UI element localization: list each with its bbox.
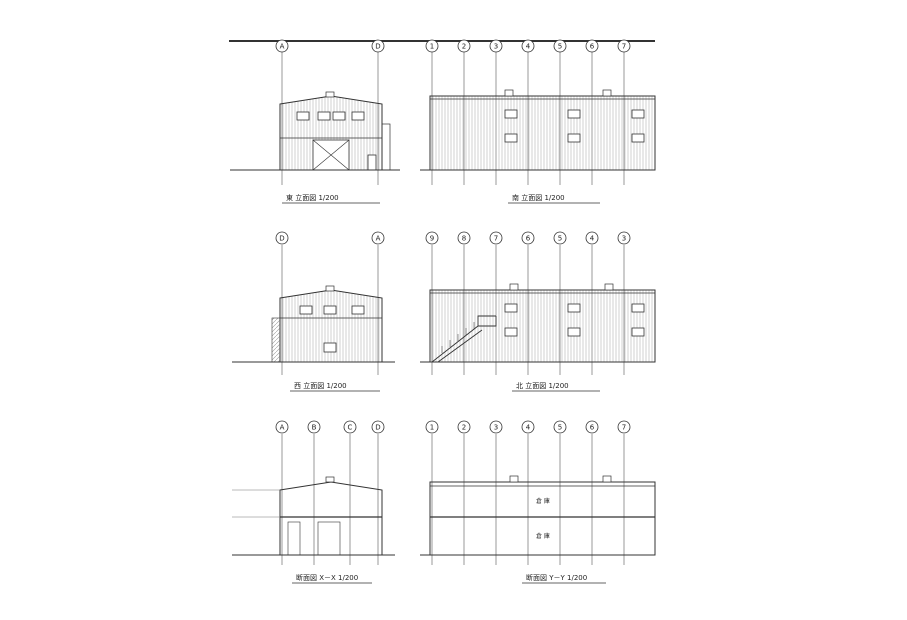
grid-bubble-label: 7 [622,424,626,432]
grid-bubble-label: D [279,235,284,243]
grid-bubble-label: D [375,424,380,432]
grid-bubble-label: 1 [430,43,434,51]
east-elevation [230,91,400,171]
grid-bubble [521,39,535,53]
grid-bubble [425,420,439,434]
grid-bubble-label: 4 [526,43,531,51]
grid-bubble-label: 5 [558,235,562,243]
grid-bubble-label: 7 [622,43,626,51]
grid-bubble [489,420,503,434]
row3: 倉 庫 倉 庫 [232,434,656,565]
grid-bubble-label: 5 [558,43,562,51]
grid-bubble-label: 1 [430,424,434,432]
grid-bubble [553,231,567,245]
grid-bubble-label: B [312,424,317,432]
grid-bubble-label: A [280,43,285,51]
grid-bubble [275,231,289,245]
grid-bubble [585,231,599,245]
caption-east-elevation: 東 立面図 1/200 [286,193,339,202]
grid-bubble-label: 3 [494,43,498,51]
grid-bubble [343,420,357,434]
grid-bubble [489,39,503,53]
grid-bubble-label: 6 [590,43,595,51]
grid-bubble [521,231,535,245]
caption-south-elevation: 南 立面図 1/200 [512,193,565,202]
grid-bubble [275,420,289,434]
south-elevation [420,89,656,171]
grid-bubble-label: 6 [590,424,595,432]
grid-bubble [553,420,567,434]
external-stair [431,315,497,363]
caption-north-elevation: 北 立面図 1/200 [516,381,569,390]
grid-bubble-label: A [280,424,285,432]
grid-bubble-label: D [375,43,380,51]
grid-bubble [371,420,385,434]
section-xx [232,476,395,556]
caption-section-xx: 断面図 X－X 1/200 [296,573,358,582]
grid-bubble-label: C [348,424,353,432]
grid-bubble [489,231,503,245]
section-label-upper: 倉 庫 [536,497,550,505]
grid-bubble [617,420,631,434]
grid-bubble [371,231,385,245]
grid-bubble-label: 2 [462,424,466,432]
grid-bubble [425,231,439,245]
grid-bubble [553,39,567,53]
grid-bubble [457,39,471,53]
grid-bubble-label: 2 [462,43,466,51]
grid-bubble [617,39,631,53]
row2 [232,245,656,375]
west-elevation [232,285,395,363]
north-elevation [420,283,656,363]
grid-bubble [275,39,289,53]
grid-bubble [585,39,599,53]
grid-bubble-label: 9 [430,235,434,243]
caption-section-yy: 断面図 Y－Y 1/200 [526,573,587,582]
row1 [230,52,656,185]
grid-bubble-label: 4 [590,235,595,243]
grid-bubble [617,231,631,245]
grid-bubble [307,420,321,434]
section-label-lower: 倉 庫 [536,532,550,540]
section-yy: 倉 庫 倉 庫 [420,475,656,556]
grid-bubble-label: 4 [526,424,531,432]
grid-bubble-label: 3 [494,424,498,432]
grid-bubble [585,420,599,434]
grid-bubble [521,420,535,434]
grid-bubble-label: A [376,235,381,243]
grid-bubble-label: 5 [558,424,562,432]
grid-bubble-label: 6 [526,235,531,243]
grid-bubble [425,39,439,53]
caption-west-elevation: 西 立面図 1/200 [294,381,347,390]
grid-bubble [457,420,471,434]
grid-bubble-label: 7 [494,235,498,243]
grid-bubble-label: 8 [462,235,466,243]
grid-bubble-label: 3 [622,235,626,243]
grid-bubble [457,231,471,245]
grid-bubble [371,39,385,53]
